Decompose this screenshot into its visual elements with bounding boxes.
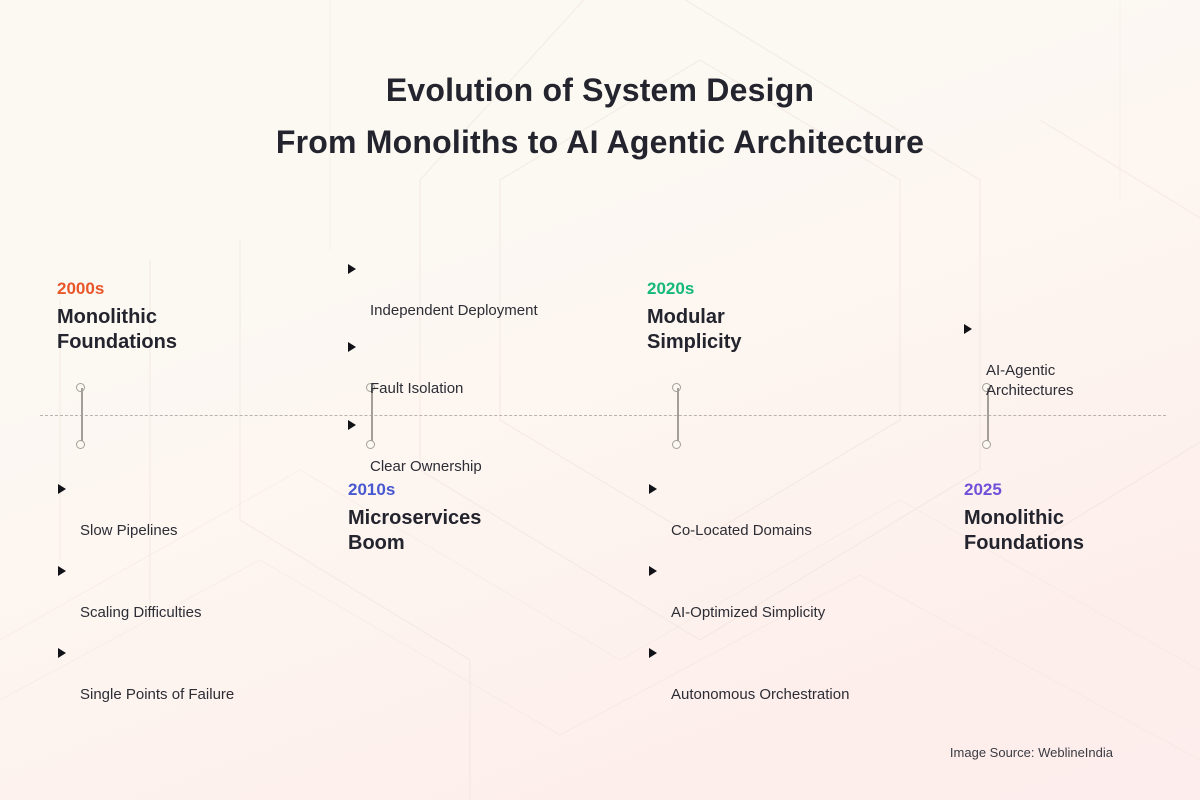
- marker-dot-bottom: [366, 440, 375, 449]
- list-item: Autonomous Orchestration: [649, 645, 949, 705]
- triangle-bullet-icon: [348, 264, 356, 274]
- triangle-bullet-icon: [348, 342, 356, 352]
- timeline-marker-2010s: [366, 383, 378, 449]
- page-title: Evolution of System Design From Monolith…: [0, 64, 1200, 168]
- bullet-label: Autonomous Orchestration: [671, 686, 850, 703]
- timeline-entry-2000s-label: 2000s Monolithic Foundations: [57, 277, 177, 355]
- timeline-bullets-2020s: Co-Located Domains AI-Optimized Simplici…: [649, 481, 949, 705]
- triangle-bullet-icon: [649, 566, 657, 576]
- marker-stem: [677, 388, 679, 444]
- bullet-label: Scaling Difficulties: [80, 604, 202, 621]
- list-item: AI-Agentic Architectures: [964, 321, 1184, 401]
- list-item: Fault Isolation: [348, 339, 648, 399]
- triangle-bullet-icon: [649, 484, 657, 494]
- bullet-label: AI-Agentic Architectures: [986, 362, 1074, 399]
- list-item: Co-Located Domains: [649, 481, 949, 541]
- marker-dot-top: [76, 383, 85, 392]
- triangle-bullet-icon: [58, 648, 66, 658]
- entry-year-2025: 2025: [964, 480, 1002, 499]
- marker-dot-bottom: [982, 440, 991, 449]
- entry-year-2020s: 2020s: [647, 279, 695, 298]
- title-line-2: From Monoliths to AI Agentic Architectur…: [275, 124, 925, 160]
- triangle-bullet-icon: [58, 484, 66, 494]
- entry-year-2010s: 2010s: [348, 480, 396, 499]
- timeline-entry-2020s-label: 2020s Modular Simplicity: [647, 277, 741, 355]
- triangle-bullet-icon: [58, 566, 66, 576]
- image-source-credit: Image Source: WeblineIndia: [949, 745, 1113, 760]
- triangle-bullet-icon: [649, 648, 657, 658]
- timeline-entry-2025-label: 2025 Monolithic Foundations: [964, 478, 1084, 556]
- marker-dot-top: [672, 383, 681, 392]
- list-item: Single Points of Failure: [58, 645, 348, 705]
- list-item: Clear Ownership: [348, 417, 648, 477]
- list-item: AI-Optimized Simplicity: [649, 563, 949, 623]
- bullet-label: Slow Pipelines: [80, 522, 178, 539]
- triangle-bullet-icon: [964, 324, 972, 334]
- marker-stem: [81, 388, 83, 444]
- marker-dot-top: [982, 383, 991, 392]
- timeline-bullets-2010s: Independent Deployment Fault Isolation C…: [348, 261, 648, 495]
- bullet-label: Clear Ownership: [370, 458, 482, 475]
- entry-heading-2000s: Monolithic Foundations: [57, 306, 177, 353]
- timeline-marker-2020s: [672, 383, 684, 449]
- timeline-bullets-2000s: Slow Pipelines Scaling Difficulties Sing…: [58, 481, 348, 705]
- timeline-marker-2000s: [76, 383, 88, 449]
- bullet-label: Independent Deployment: [370, 302, 538, 319]
- entry-heading-2020s: Modular Simplicity: [647, 306, 742, 353]
- entry-heading-2025: Monolithic Foundations: [964, 507, 1084, 554]
- bullet-label: Fault Isolation: [370, 380, 464, 397]
- timeline-axis: [40, 415, 1166, 416]
- title-line-1: Evolution of System Design: [385, 72, 815, 108]
- bullet-label: Single Points of Failure: [80, 686, 235, 703]
- timeline-marker-2025: [982, 383, 994, 449]
- triangle-bullet-icon: [348, 420, 356, 430]
- marker-stem: [987, 388, 989, 444]
- timeline-bullets-2025: AI-Agentic Architectures: [964, 321, 1184, 401]
- entry-year-2000s: 2000s: [57, 279, 105, 298]
- bullet-label: AI-Optimized Simplicity: [671, 604, 826, 621]
- marker-dot-top: [366, 383, 375, 392]
- bullet-label: Co-Located Domains: [671, 522, 812, 539]
- entry-heading-2010s: Microservices Boom: [348, 507, 482, 554]
- list-item: Independent Deployment: [348, 261, 648, 321]
- marker-dot-bottom: [672, 440, 681, 449]
- marker-dot-bottom: [76, 440, 85, 449]
- list-item: Scaling Difficulties: [58, 563, 348, 623]
- timeline-entry-2010s-label: 2010s Microservices Boom: [348, 478, 481, 556]
- list-item: Slow Pipelines: [58, 481, 348, 541]
- marker-stem: [371, 388, 373, 444]
